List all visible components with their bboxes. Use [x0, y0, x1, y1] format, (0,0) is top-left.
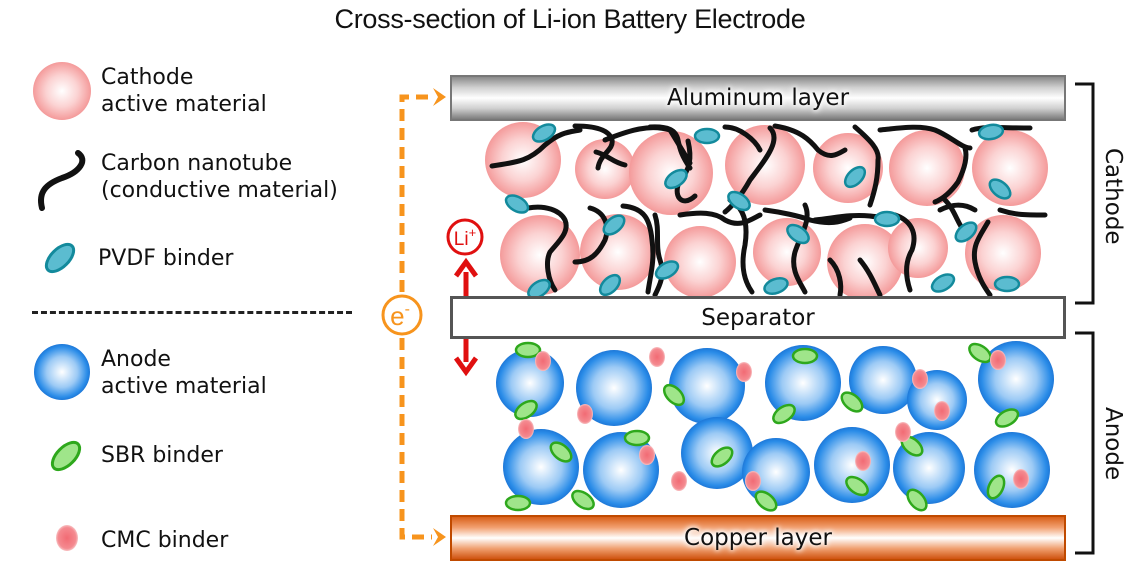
anode-bracket	[1075, 331, 1095, 555]
electron-arrow-bottom-icon	[433, 528, 446, 546]
anode-particles	[496, 341, 1054, 508]
legend-cnt-line2: (conductive material)	[101, 178, 338, 203]
anode-side-label: Anode	[1100, 407, 1126, 481]
aluminum-layer: Aluminum layer	[450, 75, 1066, 121]
electron-path	[399, 94, 432, 540]
cmc-binders	[518, 347, 1029, 491]
cmc-binder-icon	[56, 525, 78, 551]
copper-layer-label: Copper layer	[684, 525, 832, 551]
pvdf-binders	[504, 123, 1021, 300]
diagram-title: Cross-section of Li-ion Battery Electrod…	[334, 4, 806, 34]
separator-layer: Separator	[450, 296, 1066, 339]
legend-sbr: SBR binder	[101, 443, 223, 468]
cathode-bracket	[1075, 82, 1095, 305]
sbr-binders	[504, 341, 1020, 512]
aluminum-layer-label: Aluminum layer	[666, 85, 850, 111]
li-ion-badge	[446, 218, 484, 256]
legend-cmc: CMC binder	[101, 528, 229, 553]
separator-label: Separator	[701, 304, 815, 331]
carbon-nanotubes	[489, 123, 1048, 298]
anode-particle-icon	[34, 344, 90, 400]
copper-layer: Copper layer	[450, 515, 1066, 561]
legend-anode: Anode active material	[101, 346, 267, 400]
legend-carbon-nanotube: Carbon nanotube (conductive material)	[101, 150, 338, 204]
legend-anode-line2: active material	[101, 374, 267, 399]
legend-divider	[32, 311, 352, 314]
legend-cnt-line1: Carbon nanotube	[101, 151, 293, 176]
pvdf-binder-icon	[44, 242, 76, 274]
electron-arrow-top-icon	[433, 88, 446, 106]
sbr-binder-icon	[50, 440, 82, 472]
legend-cathode-line1: Cathode	[101, 65, 194, 90]
legend-cathode: Cathode active material	[101, 64, 267, 118]
cathode-side-label: Cathode	[1100, 148, 1126, 245]
legend-cathode-line2: active material	[101, 92, 267, 117]
legend-icons	[33, 62, 91, 551]
cathode-particle-icon	[33, 62, 91, 120]
electron-badge	[381, 294, 423, 336]
legend-pvdf: PVDF binder	[98, 246, 234, 271]
legend-anode-line1: Anode	[101, 347, 171, 372]
carbon-nanotube-icon	[38, 150, 86, 211]
